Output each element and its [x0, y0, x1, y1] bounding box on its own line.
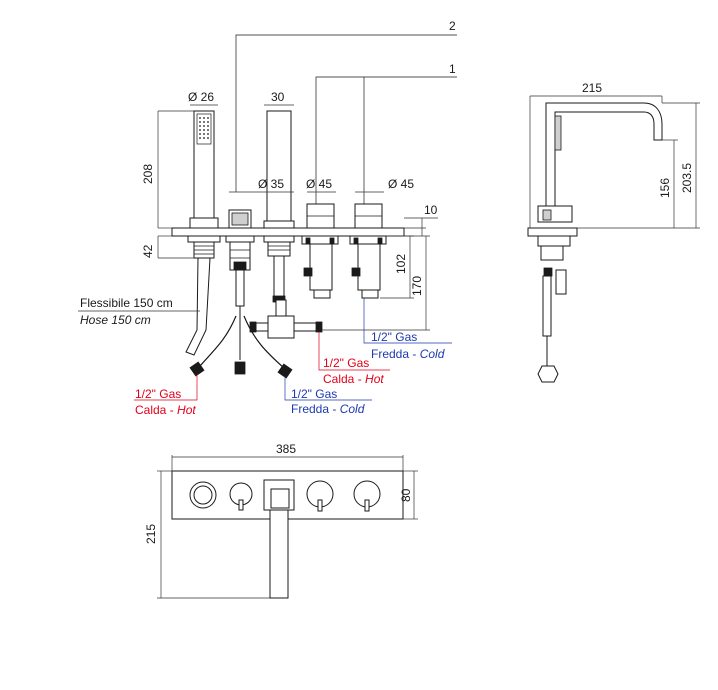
dimension-215-plan: 215 [144, 470, 270, 599]
callout-d26-label: Ø 26 [188, 90, 214, 104]
reference-2-label: 2 [449, 19, 456, 33]
dimension-80-label: 80 [399, 488, 413, 502]
reference-1-label: 1 [449, 62, 456, 76]
callout-10: 10 [404, 203, 438, 236]
manifold [249, 299, 323, 339]
connection-cold-right: 1/2" Gas Fredda - Cold [363, 298, 452, 361]
cold-mid-gas: 1/2" Gas [291, 387, 337, 401]
dimension-102-label: 102 [394, 254, 408, 274]
dimension-102: 102 [380, 235, 414, 299]
callout-30: 30 [264, 90, 294, 106]
dimension-215-side-label: 215 [582, 81, 602, 95]
dimension-203-5: 203.5 [662, 102, 700, 229]
dimension-203-5-label: 203.5 [680, 163, 694, 193]
dimension-208: 208 [141, 110, 194, 229]
callout-d45-left-label: Ø 45 [306, 177, 332, 191]
valve-left [301, 203, 339, 299]
cold-right-text: Fredda - Cold [371, 347, 445, 361]
callout-d45-left: Ø 45 [306, 177, 336, 193]
cold-mid-text: Fredda - Cold [291, 402, 365, 416]
callout-d26: Ø 26 [188, 90, 218, 106]
dimension-156-label: 156 [658, 178, 672, 198]
hot-mid-text: Calda - Hot [323, 372, 384, 386]
spout [263, 110, 295, 303]
plan-view: 385 80 215 [144, 442, 418, 599]
diverter-body [225, 209, 255, 375]
hose-callout: Flessibile 150 cm Hose 150 cm [78, 296, 200, 327]
deck-plate [171, 227, 405, 237]
connection-hot-mid: 1/2" Gas Calda - Hot [318, 332, 390, 386]
dimension-215-plan-label: 215 [144, 524, 158, 544]
dimension-42: 42 [141, 235, 194, 259]
hand-shower [185, 110, 221, 356]
dimension-156: 156 [577, 139, 678, 229]
connection-hot-left: 1/2" Gas Calda - Hot [134, 374, 198, 417]
reference-leader-2: 2 [235, 19, 457, 192]
side-elevation: 215 156 203.5 [527, 81, 700, 383]
callout-d35: Ø 35 [229, 177, 294, 193]
supply-hoses [189, 315, 293, 379]
dimension-170: 170 [322, 235, 430, 331]
dimension-170-label: 170 [410, 276, 424, 296]
reference-leader-1: 1 [315, 62, 457, 205]
hot-left-gas: 1/2" Gas [135, 387, 181, 401]
connection-cold-mid: 1/2" Gas Fredda - Cold [284, 376, 372, 416]
dimension-385-label: 385 [276, 442, 296, 456]
hose-label-en: Hose 150 cm [80, 313, 151, 327]
dimension-42-label: 42 [141, 244, 155, 258]
callout-30-label: 30 [271, 90, 285, 104]
hot-left-text: Calda - Hot [135, 403, 196, 417]
callout-d35-label: Ø 35 [258, 177, 284, 191]
callout-10-label: 10 [424, 203, 438, 217]
callout-d45-right: Ø 45 [355, 177, 414, 193]
cold-right-gas: 1/2" Gas [371, 330, 417, 344]
dimension-385: 385 [171, 442, 404, 471]
dimension-208-label: 208 [141, 164, 155, 184]
hot-mid-gas: 1/2" Gas [323, 356, 369, 370]
dimension-215-side: 215 [529, 81, 663, 228]
callout-d45-right-label: Ø 45 [388, 177, 414, 191]
dimension-80: 80 [399, 470, 418, 520]
front-elevation: 2 1 [78, 19, 457, 417]
hose-label-it: Flessibile 150 cm [80, 296, 173, 310]
valve-right [349, 203, 387, 299]
